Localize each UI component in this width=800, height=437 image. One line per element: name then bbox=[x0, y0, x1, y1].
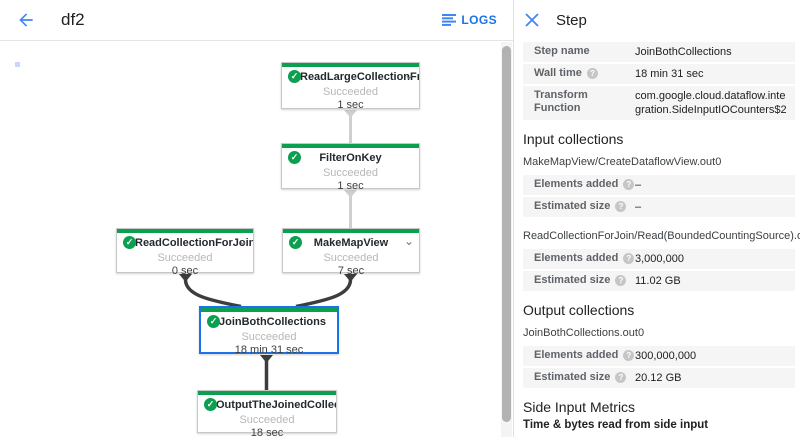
metric-row-elements-added: Elements added ? 300,000,000 bbox=[523, 346, 795, 366]
node-time: 18 sec bbox=[250, 427, 284, 437]
graph-edges bbox=[179, 110, 357, 390]
node-status: Succeeded bbox=[157, 252, 213, 264]
metric-row-elements-added: Elements added ? 3,000,000 bbox=[523, 249, 795, 269]
node-status-bar bbox=[283, 229, 419, 233]
graph-node-joinbothcollections[interactable]: ✓ JoinBothCollections Succeeded 18 min 3… bbox=[199, 306, 339, 356]
help-icon[interactable]: ? bbox=[623, 179, 635, 190]
help-icon[interactable]: ? bbox=[615, 201, 627, 212]
node-title: ✓ ReadLargeCollectionFr... ⌄ bbox=[282, 70, 419, 84]
node-time: 1 sec bbox=[337, 99, 364, 111]
logs-button[interactable]: LOGS bbox=[442, 13, 497, 27]
graph-node-filteronkey[interactable]: ✓ FilterOnKey Succeeded 1 sec bbox=[281, 143, 420, 192]
chevron-down-icon[interactable]: ⌄ bbox=[403, 70, 414, 82]
chevron-down-icon[interactable]: ⌄ bbox=[403, 236, 414, 248]
node-status-bar bbox=[201, 308, 337, 312]
node-status-bar bbox=[282, 63, 419, 67]
node-time: 7 sec bbox=[337, 265, 365, 277]
collection-name: JoinBothCollections.out0 bbox=[523, 327, 645, 339]
node-title: ✓ MakeMapView ⌄ bbox=[283, 236, 419, 250]
metric-row-estimated-size: Estimated size ? 11.02 GB bbox=[523, 271, 795, 291]
graph-node-makemapview[interactable]: ✓ MakeMapView ⌄ Succeeded 7 sec bbox=[282, 228, 420, 277]
side-input-metrics-heading: Side Input Metrics bbox=[523, 399, 636, 415]
graph-node-readlargecollection[interactable]: ✓ ReadLargeCollectionFr... ⌄ Succeeded 1… bbox=[281, 62, 420, 111]
node-title: ✓ ReadCollectionForJoin ⌄ bbox=[117, 236, 253, 250]
input-collections-heading: Input collections bbox=[523, 131, 624, 147]
summary-row-transform-function: Transform Function com.google.cloud.data… bbox=[523, 86, 795, 120]
collection-name: ReadCollectionForJoin/Read(BoundedCounti… bbox=[523, 230, 800, 242]
node-status-bar bbox=[198, 391, 336, 395]
help-icon[interactable]: ? bbox=[615, 372, 627, 383]
metric-row-estimated-size: Estimated size ? – bbox=[523, 197, 795, 217]
graph-node-readcollectionforjoin[interactable]: ✓ ReadCollectionForJoin ⌄ Succeeded 0 se… bbox=[116, 228, 254, 277]
panel-header: Step bbox=[514, 0, 800, 40]
job-graph-canvas[interactable]: ✓ ReadLargeCollectionFr... ⌄ Succeeded 1… bbox=[0, 42, 500, 437]
node-status: Succeeded bbox=[239, 414, 295, 426]
panel-divider bbox=[513, 0, 514, 437]
help-icon[interactable]: ? bbox=[615, 275, 627, 286]
back-arrow-icon[interactable] bbox=[16, 10, 36, 30]
node-status: Succeeded bbox=[322, 167, 379, 179]
summary-row-step-name: Step name JoinBothCollections bbox=[523, 42, 795, 62]
scrollbar-thumb[interactable] bbox=[502, 46, 511, 422]
logs-label: LOGS bbox=[461, 13, 497, 27]
collection-name: MakeMapView/CreateDataflowView.out0 bbox=[523, 156, 722, 168]
side-input-metrics-subheading: Time & bytes read from side input bbox=[523, 419, 709, 431]
node-status-bar bbox=[282, 144, 419, 148]
success-check-icon: ✓ bbox=[288, 70, 301, 83]
graph-node-outputthejoined[interactable]: ✓ OutputTheJoinedCollec... Succeeded 18 … bbox=[197, 390, 337, 437]
logs-icon bbox=[442, 14, 457, 26]
help-icon[interactable]: ? bbox=[586, 68, 598, 79]
success-check-icon: ✓ bbox=[207, 315, 220, 328]
node-title: ✓ FilterOnKey bbox=[282, 151, 419, 165]
summary-row-wall-time: Wall time ? 18 min 31 sec bbox=[523, 64, 795, 84]
success-check-icon: ✓ bbox=[289, 236, 302, 249]
job-title: df2 bbox=[61, 10, 85, 29]
node-time: 1 sec bbox=[337, 180, 364, 192]
graph-scrollbar[interactable] bbox=[501, 42, 512, 437]
success-check-icon: ✓ bbox=[123, 236, 136, 249]
node-time: 0 sec bbox=[171, 265, 199, 277]
close-icon[interactable] bbox=[524, 12, 540, 28]
node-status: Succeeded bbox=[323, 252, 379, 264]
node-title: ✓ JoinBothCollections bbox=[201, 315, 337, 329]
step-details-panel: Step Step name JoinBothCollections Wall … bbox=[514, 0, 800, 437]
job-header: df2 LOGS bbox=[0, 0, 513, 41]
metric-row-elements-added: Elements added ? – bbox=[523, 175, 795, 195]
success-check-icon: ✓ bbox=[204, 398, 217, 411]
panel-title: Step bbox=[556, 11, 587, 29]
success-check-icon: ✓ bbox=[288, 151, 301, 164]
output-collections-heading: Output collections bbox=[523, 302, 635, 318]
help-icon[interactable]: ? bbox=[623, 253, 635, 264]
metric-row-estimated-size: Estimated size ? 20.12 GB bbox=[523, 368, 795, 388]
node-title: ✓ OutputTheJoinedCollec... bbox=[198, 398, 336, 412]
node-status: Succeeded bbox=[241, 331, 297, 343]
node-status: Succeeded bbox=[322, 86, 379, 98]
canvas-marker bbox=[15, 62, 20, 67]
help-icon[interactable]: ? bbox=[623, 350, 635, 361]
node-time: 18 min 31 sec bbox=[234, 344, 304, 356]
node-status-bar bbox=[117, 229, 253, 233]
chevron-down-icon[interactable]: ⌄ bbox=[237, 236, 248, 248]
